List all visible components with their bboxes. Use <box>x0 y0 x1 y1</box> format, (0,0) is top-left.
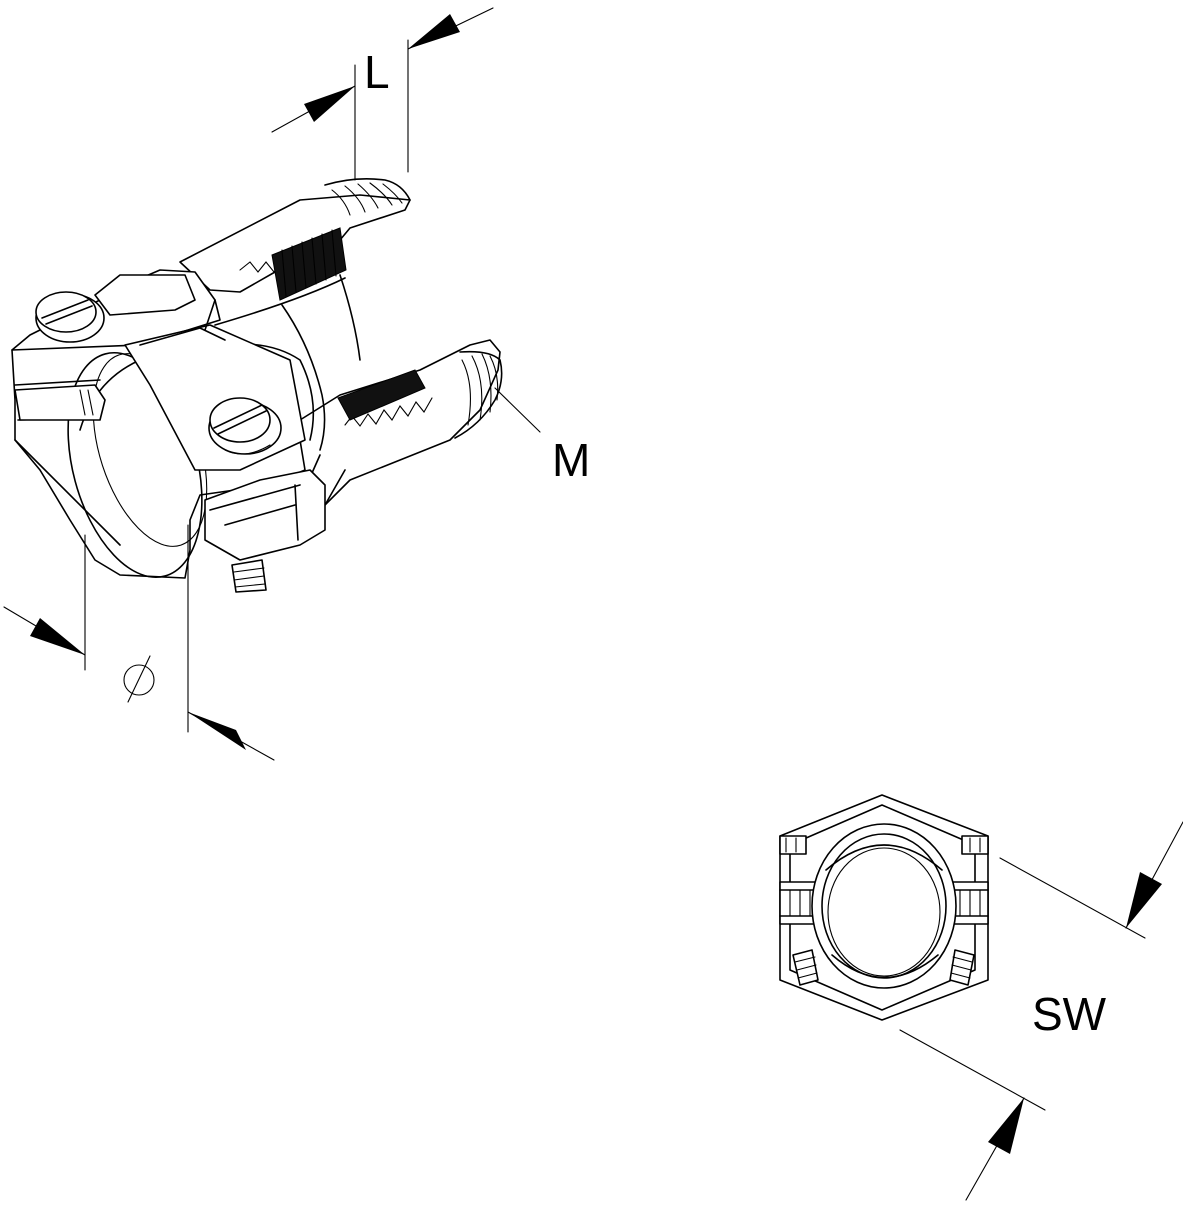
diameter-label: ∅ <box>0 0 1 1</box>
arrowhead-top <box>1126 872 1162 928</box>
arrowhead-right <box>188 712 246 750</box>
upper-thread-finger <box>179 178 411 301</box>
arrowhead-left <box>30 618 85 655</box>
slotted-screw-front <box>208 397 282 455</box>
extension-line-bottom <box>899 1029 1046 1111</box>
lower-thread-finger <box>299 339 503 521</box>
arrowhead-right <box>408 14 460 49</box>
length-label: L <box>364 46 390 98</box>
diameter-symbol-circle <box>123 664 155 696</box>
thread-label: M <box>552 434 590 486</box>
slotted-screw-top <box>35 291 105 343</box>
dimension-diameter: ∅ <box>0 0 275 761</box>
leader-line <box>494 387 541 433</box>
wrench-size-label: SW <box>1032 988 1107 1040</box>
fitting-front-view <box>779 794 989 1021</box>
extension-line-top <box>999 857 1146 939</box>
dimension-thread: M <box>494 387 590 486</box>
dimension-length: L <box>271 7 494 181</box>
arrowhead-left <box>304 86 355 122</box>
arrowhead-bottom <box>988 1098 1024 1154</box>
dimension-wrench-size: SW <box>899 821 1183 1201</box>
fitting-isometric-view <box>11 178 503 593</box>
